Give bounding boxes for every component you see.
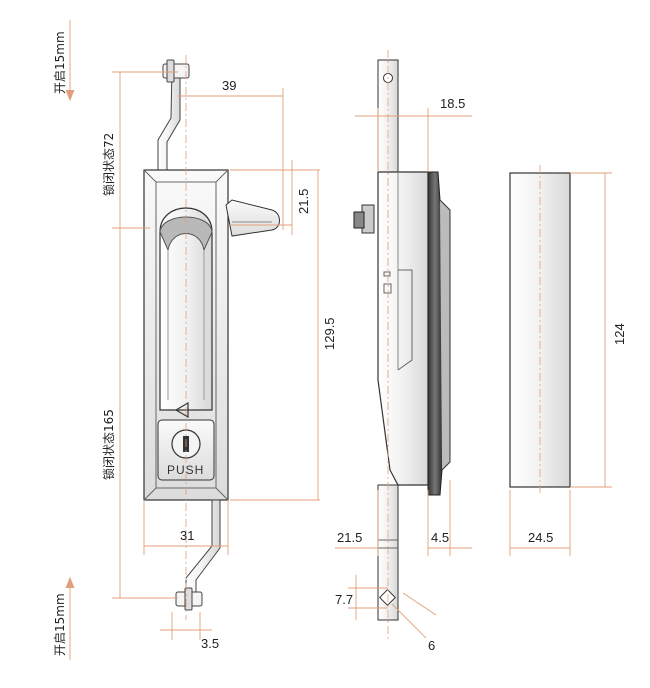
front-view: PUSH [143,55,280,620]
front-plate [427,171,443,496]
handle-grip [159,207,213,411]
dim-31: 31 [180,528,194,543]
dim-3-5: 3.5 [201,636,219,651]
dim-129-5: 129.5 [322,317,337,350]
push-label: PUSH [167,463,204,477]
dim-4-5: 4.5 [431,530,449,545]
top-link-rod [157,67,181,171]
lock-nut-icon [353,204,375,234]
dim-6: 6 [428,638,435,653]
square-hole-icon [379,589,396,606]
dim-7-7: 7.7 [335,592,353,607]
side-view [353,50,451,640]
dim-39: 39 [222,78,236,93]
dim-side-21-5: 21.5 [337,530,362,545]
dimension-labels: 开启15mm 开启15mm 锁闭状态72 锁闭状态165 39 21.5 129… [53,31,627,656]
dim-21-5: 21.5 [296,189,311,214]
side-body [377,171,429,486]
locked-state-72-label: 锁闭状态72 [101,133,116,196]
locked-state-165-label: 锁闭状态165 [101,409,116,480]
open-travel-top-label: 开启15mm [53,31,67,94]
dim-18-5: 18.5 [440,96,465,111]
side-lever [225,199,280,237]
dim-24-5: 24.5 [528,530,553,545]
dim-124: 124 [612,323,627,345]
open-arrow-icon [174,401,189,419]
dimension-lines [65,20,612,660]
rear-view [509,165,571,495]
open-travel-bottom-label: 开启15mm [53,593,67,656]
